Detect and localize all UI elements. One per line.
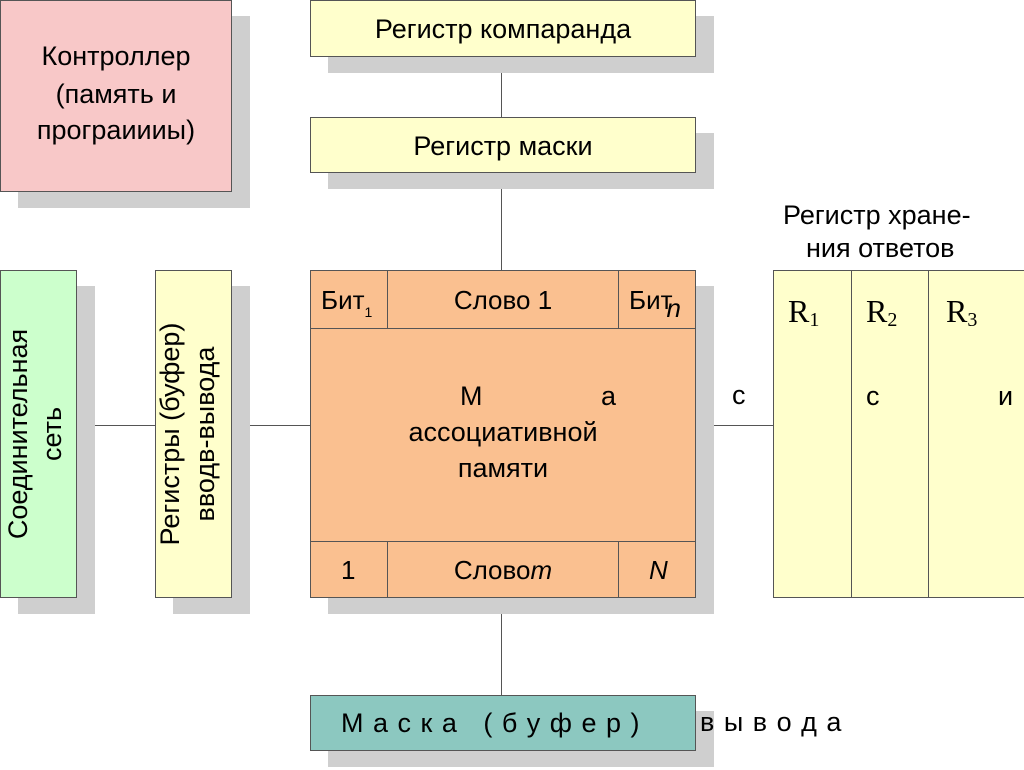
memory-title-line2: ассоциативной (408, 417, 598, 447)
word-m-cell: Словоm (388, 555, 618, 586)
network-label-line2: сеть (37, 406, 67, 462)
word-m-suffix: m (530, 555, 553, 585)
memory-title-i: и (998, 381, 1014, 411)
bit-first-cell: Бит1 (321, 285, 372, 320)
word-1-cell: Слово 1 (388, 285, 618, 316)
r2-letter: R (866, 293, 888, 329)
controller-box: Контроллер (память и програиииы) (0, 0, 232, 192)
memory-bottom-col-divider-2 (618, 541, 619, 598)
line-mask-memory (501, 173, 502, 270)
answer-col-divider-1 (851, 271, 852, 598)
line-io-memory (232, 425, 310, 426)
io-registers-label-line2: вводв-вывода (190, 346, 220, 522)
answer-register-title-line2: ния ответов (806, 233, 955, 263)
output-mask-label-right: в ы в о д а (700, 707, 843, 737)
io-registers-label-line1: Регистры (буфер) (155, 322, 185, 546)
memory-title-line3: памяти (457, 453, 549, 483)
bit-last-cell: Битn (629, 285, 687, 323)
io-registers-box: Регистры (буфер) вводв-вывода (155, 270, 232, 598)
answer-col-divider-2 (928, 271, 929, 598)
r1-sub: 1 (809, 309, 820, 331)
controller-label-line3: програиииы) (36, 115, 196, 145)
network-box: Соединительная сеть (0, 270, 77, 598)
output-mask-box: М а с к а ( б у ф е р ) (310, 695, 696, 751)
memory-title-a: а (601, 381, 617, 411)
memory-top-col-divider-1 (387, 271, 388, 328)
bit-last-label: Бит (629, 285, 673, 315)
answer-register-title-line1: Регистр хране- (783, 200, 971, 230)
r3-label: R3 (946, 293, 977, 332)
controller-label-line2: (память и (55, 79, 177, 109)
memory-bottom-col-divider-1 (387, 541, 388, 598)
comparand-register-box: Регистр компаранда (310, 0, 696, 57)
line-memory-output (501, 598, 502, 695)
r2-label: R2 (866, 293, 897, 332)
network-label-line1: Соединительная (3, 328, 33, 540)
memory-title-c2: с (866, 381, 880, 411)
line-network-io (77, 425, 155, 426)
bit-last-sub: n (666, 293, 681, 323)
row-last-label: N (649, 555, 668, 585)
word-m-prefix: Слово (453, 555, 531, 585)
r2-sub: 2 (887, 309, 898, 331)
memory-box: Бит1 Слово 1 Битn М а ассоциативной памя… (310, 270, 696, 598)
word-1-label: Слово 1 (453, 285, 553, 315)
r3-sub: 3 (967, 309, 978, 331)
memory-title-c1: с (732, 380, 746, 410)
output-mask-label-left: М а с к а ( б у ф е р ) (341, 708, 641, 738)
line-memory-answer (695, 425, 773, 426)
r3-letter: R (946, 293, 968, 329)
r1-letter: R (788, 293, 810, 329)
memory-title-m: М (460, 381, 483, 411)
memory-top-row-divider (311, 328, 695, 329)
bit-first-sub: 1 (364, 304, 373, 320)
controller-label-line1: Контроллер (41, 41, 191, 71)
row-first-label: 1 (341, 555, 356, 585)
mask-register-box: Регистр маски (310, 117, 696, 173)
answer-register-box: R1 R2 R3 с и (773, 270, 1024, 598)
bit-first-label: Бит (321, 285, 365, 315)
memory-bottom-row-divider (311, 541, 695, 542)
memory-top-col-divider-2 (618, 271, 619, 328)
line-comparand-mask (501, 57, 502, 117)
mask-register-label: Регистр маски (413, 131, 593, 161)
r1-label: R1 (788, 293, 819, 332)
comparand-register-label: Регистр компаранда (374, 14, 632, 44)
